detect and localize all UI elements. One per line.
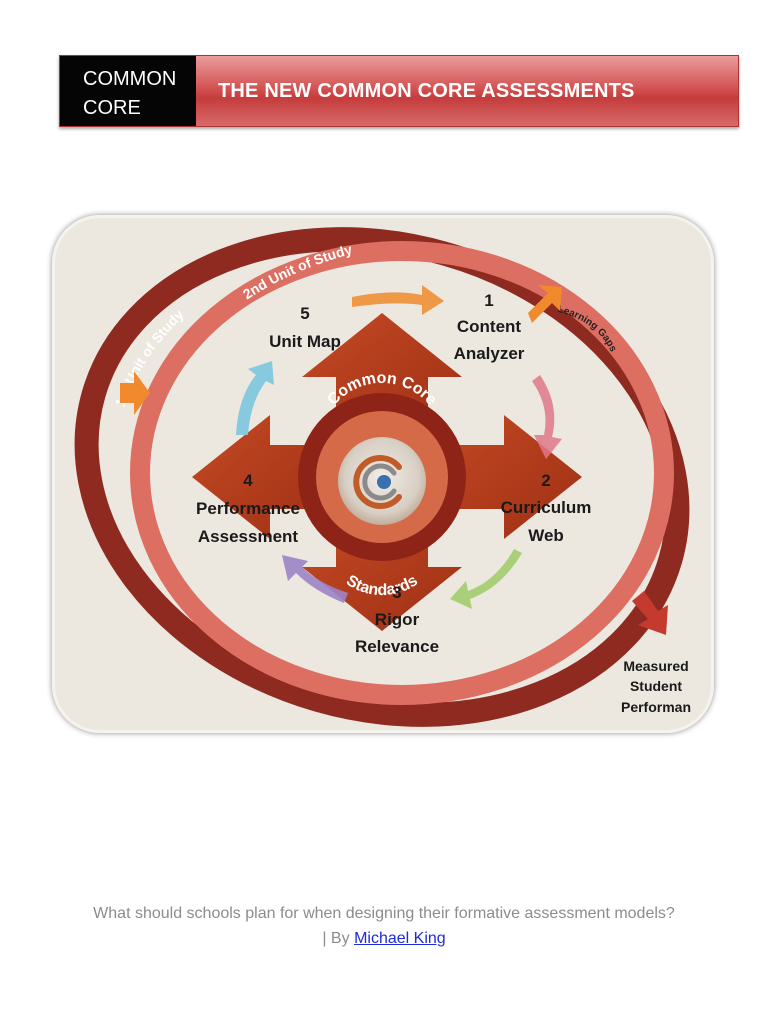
outcome-label: Measured Student Performan — [621, 658, 691, 715]
document-header: COMMON CORE THE NEW COMMON CORE ASSESSME… — [59, 55, 739, 127]
arrow-left — [192, 415, 336, 539]
svg-text:4: 4 — [243, 471, 253, 490]
svg-text:Student: Student — [630, 678, 682, 694]
svg-text:Performance: Performance — [196, 499, 300, 518]
svg-text:Measured: Measured — [623, 658, 688, 674]
svg-text:Relevance: Relevance — [355, 637, 439, 656]
header-badge: COMMON CORE — [60, 56, 196, 126]
outcome-arrow — [632, 591, 668, 635]
svg-text:2: 2 — [541, 471, 550, 490]
cycle-arrow-3-to-4 — [282, 555, 348, 603]
svg-text:3: 3 — [392, 583, 401, 602]
svg-text:Rigor: Rigor — [375, 610, 420, 629]
header-badge-text: COMMON CORE — [83, 68, 177, 119]
step-4-label: 4 Performance Assessment — [196, 471, 300, 546]
svg-text:Assessment: Assessment — [198, 527, 299, 546]
svg-text:Web: Web — [528, 526, 564, 545]
svg-text:Content: Content — [457, 317, 522, 336]
svg-text:Unit Map: Unit Map — [269, 332, 341, 351]
page-title: THE NEW COMMON CORE ASSESSMENTS — [218, 79, 635, 102]
cycle-arrow-1-to-2 — [532, 375, 562, 459]
cycle-arrow-2-to-3 — [450, 549, 522, 609]
step-5-label: 5 Unit Map — [269, 304, 341, 351]
step-3-label: 3 Rigor Relevance — [355, 583, 439, 656]
cycle-arrow-4-to-5 — [236, 361, 274, 435]
second-unit-ring — [130, 241, 674, 705]
step-2-label: 2 Curriculum Web — [501, 471, 592, 545]
common-core-logo-icon — [353, 455, 402, 509]
author-link[interactable]: Michael King — [354, 930, 446, 947]
svg-text:Performan: Performan — [621, 699, 691, 715]
svg-text:Curriculum: Curriculum — [501, 498, 592, 517]
svg-text:Analyzer: Analyzer — [454, 344, 525, 363]
svg-text:5: 5 — [300, 304, 309, 323]
caption-text: What should schools plan for when design… — [93, 905, 675, 947]
svg-text:1: 1 — [484, 291, 493, 310]
step-1-label: 1 Content Analyzer — [454, 291, 525, 363]
arrow-right — [428, 415, 582, 539]
learning-gaps-arrow — [528, 285, 562, 323]
diagram-canvas: Common Core Standards 1st Unit of Study … — [74, 227, 691, 727]
entry-arrow-first-unit — [120, 371, 150, 415]
header-title-bar: THE NEW COMMON CORE ASSESSMENTS — [196, 56, 738, 126]
figure-caption: What should schools plan for when design… — [90, 901, 678, 951]
cycle-arrow-5-to-1 — [352, 285, 444, 315]
assessment-cycle-diagram: Common Core Standards 1st Unit of Study … — [52, 215, 714, 733]
